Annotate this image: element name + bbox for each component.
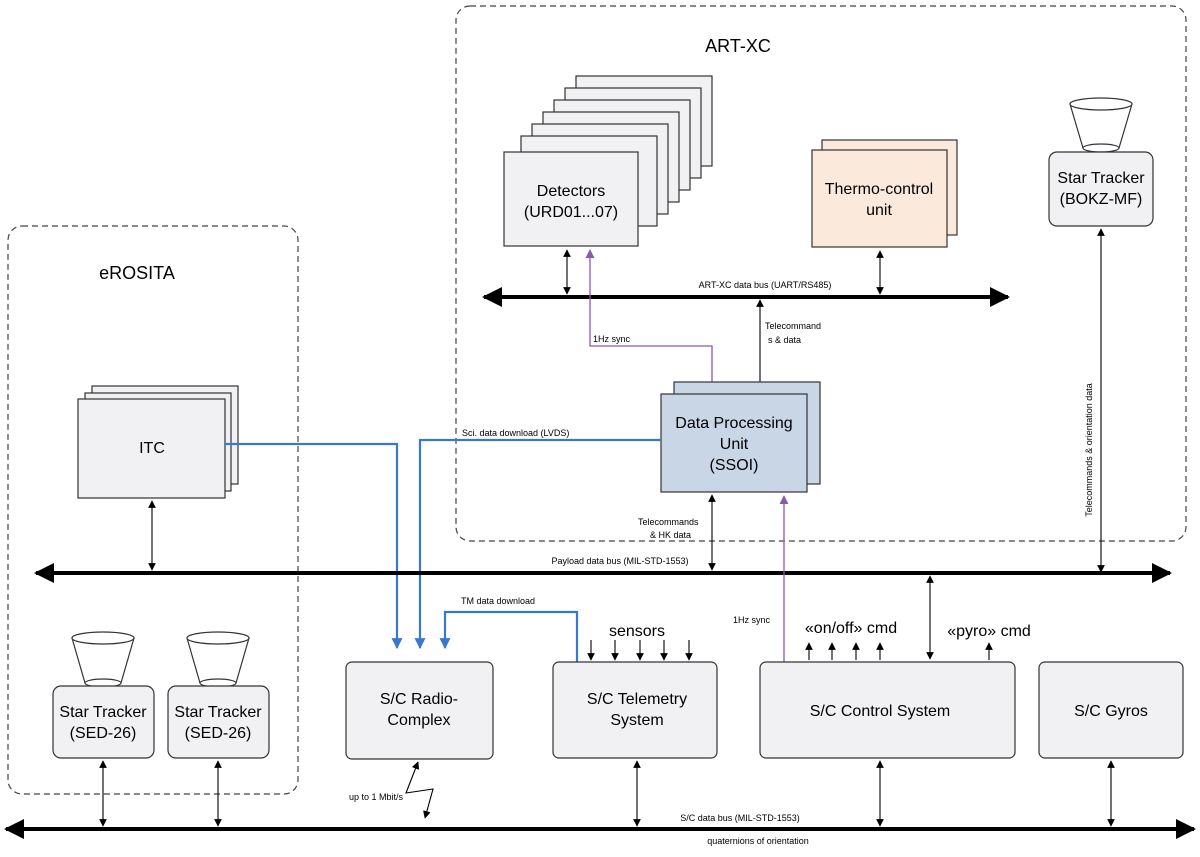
telemetry-sublabel: System (610, 712, 663, 729)
star-tracker-sed-1-label: Star Tracker (59, 704, 147, 721)
telecommands-data-label-1: Telecommand (765, 321, 821, 331)
itc-label: ITC (139, 440, 165, 457)
sync-bottom-label: 1Hz sync (733, 615, 771, 625)
detectors-label: Detectors (537, 183, 605, 200)
gyros-label: S/C Gyros (1074, 703, 1148, 720)
sc-bus-label: S/C data bus (MIL-STD-1553) (680, 813, 800, 823)
dpu-label-2: Unit (720, 436, 749, 453)
star-tracker-sed-1-baffle-icon (71, 637, 135, 684)
control-system-label: S/C Control System (810, 703, 950, 720)
onoff-cmd-arrows (805, 642, 884, 660)
thermo-control-sublabel: unit (866, 202, 892, 219)
star-tracker-sed-2-baffle-icon (186, 637, 250, 684)
telecommands-data-label-2: s & data (768, 335, 801, 345)
telemetry-label: S/C Telemetry (587, 691, 687, 708)
telemetry-radio-tm-line (439, 610, 579, 662)
detectors-stack (503, 75, 713, 247)
dpu-label-3: (SSOI) (710, 457, 759, 474)
vertical-tc-label: Telecommands & orientation data (1084, 383, 1094, 517)
radio-complex-box (345, 661, 494, 760)
star-tracker-sed-2-sublabel: (SED-26) (185, 725, 252, 742)
artxc-bus-label: ART-XC data bus (UART/RS485) (699, 280, 832, 290)
thermo-control-label: Thermo-control (825, 181, 933, 198)
pyro-cmd-label: «pyro» cmd (947, 623, 1031, 640)
star-tracker-sed-2 (167, 631, 270, 759)
rate-label: up to 1 Mbit/s (349, 792, 404, 802)
sync-top-label: 1Hz sync (593, 334, 631, 344)
detectors-sublabel: (URD01...07) (524, 204, 618, 221)
star-tracker-bokz-sublabel: (BOKZ-MF) (1060, 191, 1143, 208)
onoff-cmd-label: «on/off» cmd (805, 620, 897, 637)
payload-bus-label: Payload data bus (MIL-STD-1553) (551, 556, 688, 566)
itc-radio-lvds-line (225, 442, 403, 650)
itc-stack (77, 385, 239, 499)
star-tracker-sed-1 (52, 631, 155, 759)
thermo-control-stack (811, 139, 958, 248)
sensor-arrows (587, 640, 693, 661)
dpu-stack (660, 381, 821, 493)
star-tracker-sed-1-sublabel: (SED-26) (70, 725, 137, 742)
tc-hk-label-2: & HK data (650, 530, 691, 540)
downlink-lightning-icon (405, 761, 434, 819)
artxc-group-label: ART-XC (705, 36, 771, 56)
quaternions-label: quaternions of orientation (707, 836, 809, 846)
tc-hk-label-1: Telecommands (638, 517, 699, 527)
telemetry-system-box (552, 661, 718, 759)
sensors-label: sensors (609, 623, 665, 640)
control-system-box (759, 661, 1016, 759)
star-tracker-bokz-label: Star Tracker (1057, 170, 1145, 187)
erosita-group-boundary (7, 225, 299, 795)
gyros-box (1038, 661, 1184, 759)
radio-complex-label: S/C Radio- (380, 691, 458, 708)
sync-line-top (585, 249, 713, 394)
dpu-label: Data Processing (675, 415, 792, 432)
tm-download-label: TM data download (461, 596, 535, 606)
artxc-group-boundary (455, 5, 1187, 542)
star-tracker-sed-2-label: Star Tracker (174, 704, 262, 721)
sci-download-label: Sci. data download (LVDS) (462, 428, 569, 438)
star-tracker-bokz-unit (1048, 151, 1154, 227)
radio-complex-sublabel: Complex (387, 712, 450, 729)
erosita-group-label: eROSITA (99, 263, 175, 283)
